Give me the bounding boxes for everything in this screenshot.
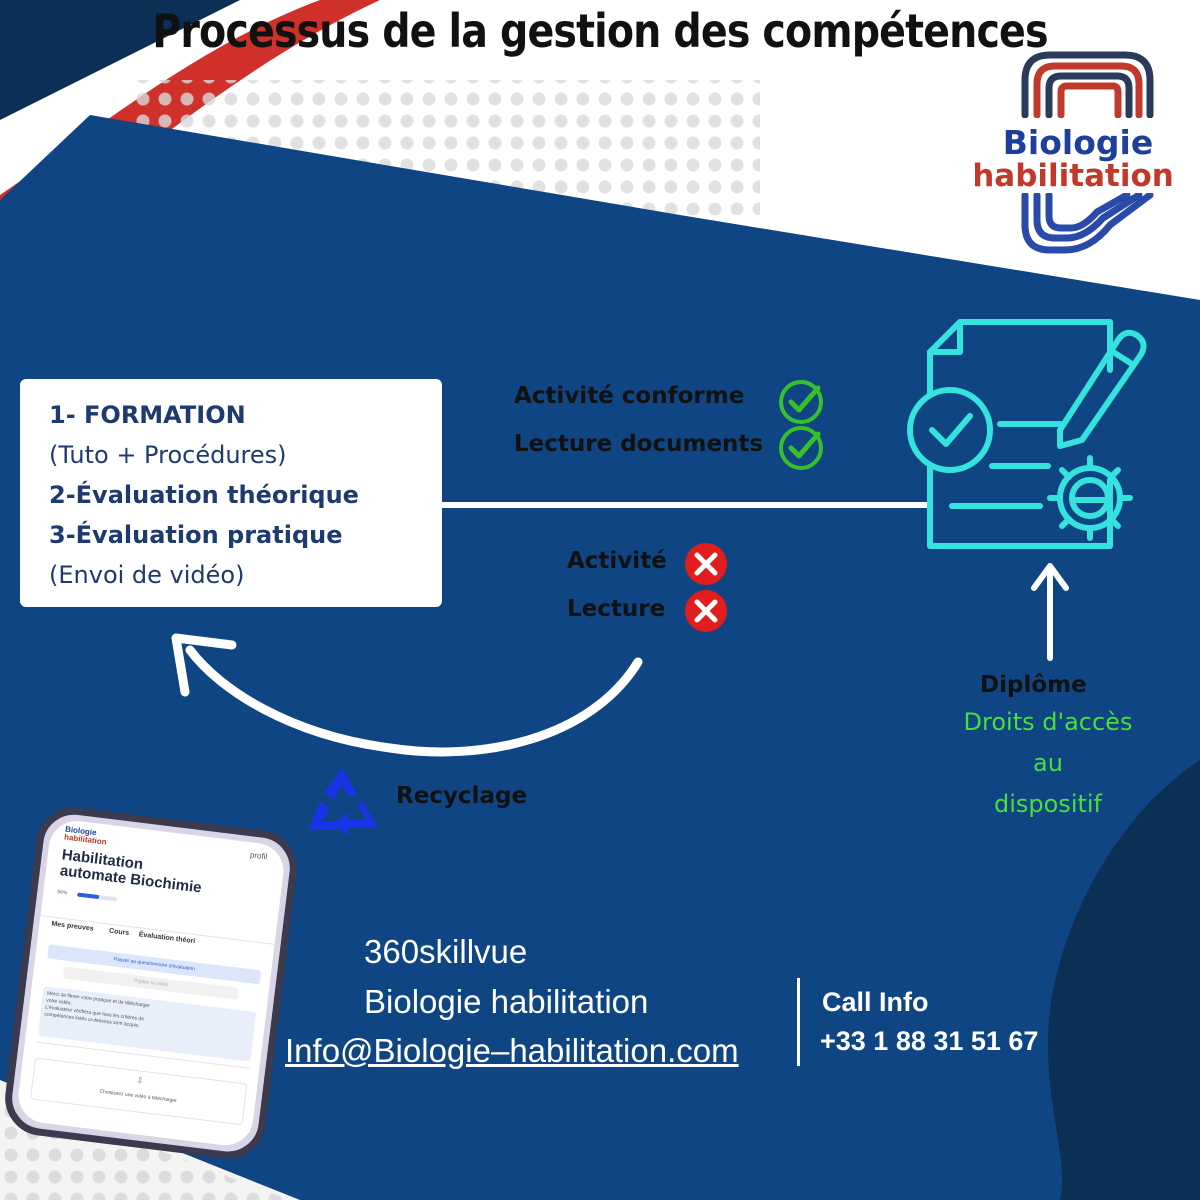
fail-label-reading: Lecture [567, 596, 666, 622]
call-info-label: Call Info [822, 987, 929, 1017]
formation-step-1: 1- FORMATION [49, 401, 246, 429]
cross-icon [685, 543, 727, 585]
phone-mockup: Biologie habilitation profil Habilitatio… [0, 803, 302, 1163]
phone-upload-area[interactable]: ⇩ Choisissez une vidéo à télécharger [29, 1057, 248, 1126]
phone-tab-proofs[interactable]: Mes preuves [51, 920, 94, 933]
access-rights-line2: au [1033, 749, 1063, 777]
phone-screen: Biologie habilitation profil Habilitatio… [15, 817, 287, 1149]
logo-line1: Biologie [1003, 123, 1153, 162]
access-rights-line3: dispositif [993, 790, 1103, 818]
contact-email-link[interactable]: Info@Biologie–habilitation.com [285, 1032, 739, 1069]
diploma-label: Diplôme [980, 672, 1087, 698]
formation-step-2: 2-Évaluation théorique [49, 481, 359, 509]
connector-line [442, 502, 930, 508]
formation-step-3-detail: (Envoi de vidéo) [49, 561, 245, 589]
phone-progress-value: 56% [57, 889, 68, 897]
up-arrow-icon [1031, 563, 1069, 661]
logo-line2: habilitation [975, 158, 1174, 194]
formation-box: 1- FORMATION (Tuto + Procédures) 2-Évalu… [20, 379, 442, 607]
certificate-icon [907, 319, 1147, 549]
recycle-icon [308, 768, 378, 836]
brand-logo: Biologie habilitation [972, 40, 1175, 270]
phone-profile[interactable]: profil [249, 850, 268, 862]
phone-progress-bar [77, 892, 118, 902]
cross-icon [685, 590, 727, 632]
contact-line2: Biologie habilitation [364, 983, 649, 1020]
page-title: Processus de la gestion des compétences [152, 4, 1048, 58]
logo-graphic: Biologie habilitation [972, 51, 1175, 254]
phone-tab-course[interactable]: Cours [108, 927, 130, 938]
access-rights-line1: Droits d'accès [963, 708, 1133, 736]
contact-line1: 360skillvue [364, 933, 528, 970]
recycle-label: Recyclage [396, 783, 528, 809]
formation-step-3: 3-Évaluation pratique [49, 521, 343, 549]
contact-divider [797, 978, 800, 1066]
phone-number[interactable]: +33 1 88 31 51 67 [820, 1026, 1039, 1056]
check-label-activity: Activité conforme [514, 383, 745, 409]
access-rights: Droits d'accès au dispositif [938, 702, 1158, 825]
check-icon [779, 426, 823, 470]
check-icon [779, 380, 823, 424]
formation-step-1-detail: (Tuto + Procédures) [49, 441, 287, 469]
check-label-reading: Lecture documents [514, 431, 764, 457]
fail-label-activity: Activité [567, 548, 667, 574]
